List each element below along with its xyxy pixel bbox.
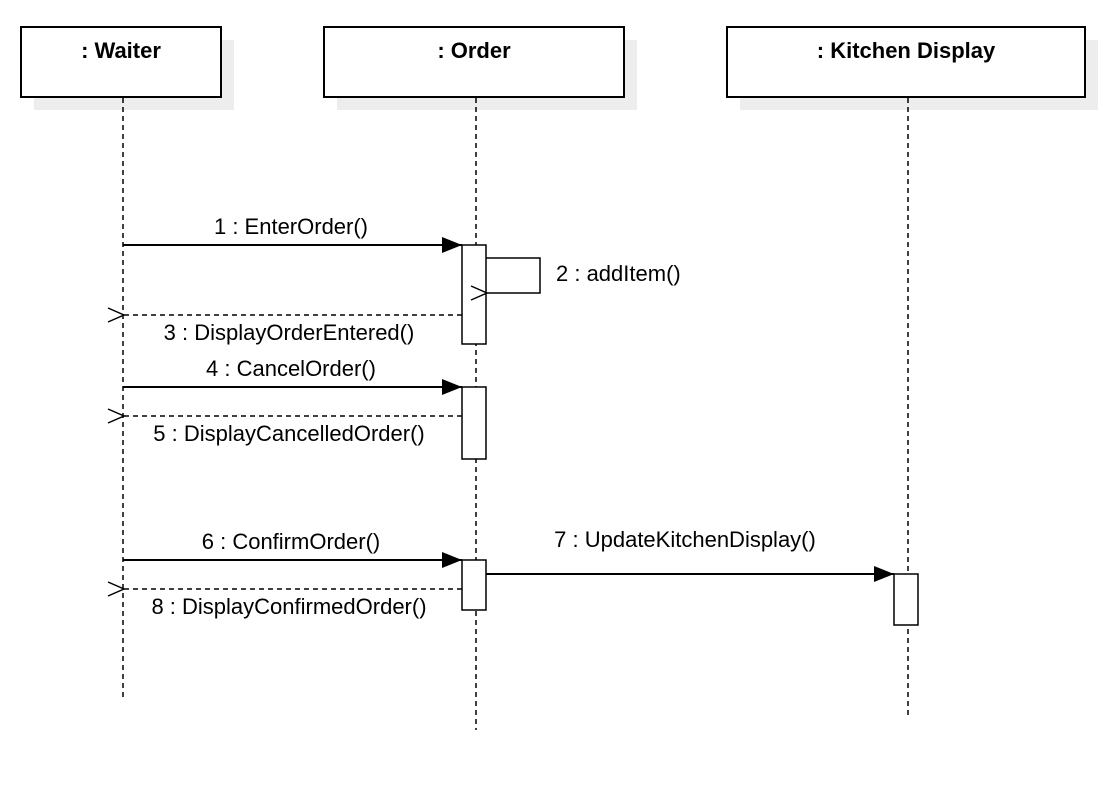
lifeline-waiter-header[interactable] — [20, 26, 222, 98]
lifeline-kitchen-title: : Kitchen Display — [817, 38, 996, 63]
message-7-label: 7 : UpdateKitchenDisplay() — [554, 527, 816, 552]
activation-order-3 — [461, 559, 487, 611]
activation-order-2 — [461, 386, 487, 460]
message-5-display-cancelled-order[interactable]: 5 : DisplayCancelledOrder() — [124, 416, 462, 446]
message-1-enter-order[interactable]: 1 : EnterOrder() — [123, 214, 462, 253]
message-2-arrow — [486, 257, 541, 293]
activation-kitchen — [893, 573, 919, 626]
lifeline-kitchen-display: : Kitchen Display — [726, 26, 1098, 718]
message-3-display-order-entered[interactable]: 3 : DisplayOrderEntered() — [124, 315, 462, 345]
activation-order-1 — [461, 244, 487, 345]
message-4-label: 4 : CancelOrder() — [206, 356, 376, 381]
message-8-label: 8 : DisplayConfirmedOrder() — [151, 594, 426, 619]
message-3-label: 3 : DisplayOrderEntered() — [164, 320, 415, 345]
message-6-label: 6 : ConfirmOrder() — [202, 529, 380, 554]
lifeline-order-title: : Order — [437, 38, 511, 63]
message-8-display-confirmed-order[interactable]: 8 : DisplayConfirmedOrder() — [124, 589, 462, 619]
message-4-cancel-order[interactable]: 4 : CancelOrder() — [123, 356, 462, 395]
message-7-update-kitchen-display[interactable]: 7 : UpdateKitchenDisplay() — [486, 527, 894, 582]
lifeline-waiter-title: : Waiter — [81, 38, 161, 63]
message-5-label: 5 : DisplayCancelledOrder() — [153, 421, 424, 446]
lifeline-waiter: : Waiter — [20, 26, 234, 698]
lifeline-kitchen-header[interactable] — [726, 26, 1086, 98]
lifeline-order-header[interactable] — [323, 26, 625, 98]
message-2-label: 2 : addItem() — [556, 261, 681, 286]
message-6-confirm-order[interactable]: 6 : ConfirmOrder() — [123, 529, 462, 568]
message-1-label: 1 : EnterOrder() — [214, 214, 368, 239]
message-2-add-item[interactable]: 2 : addItem() — [486, 257, 681, 293]
